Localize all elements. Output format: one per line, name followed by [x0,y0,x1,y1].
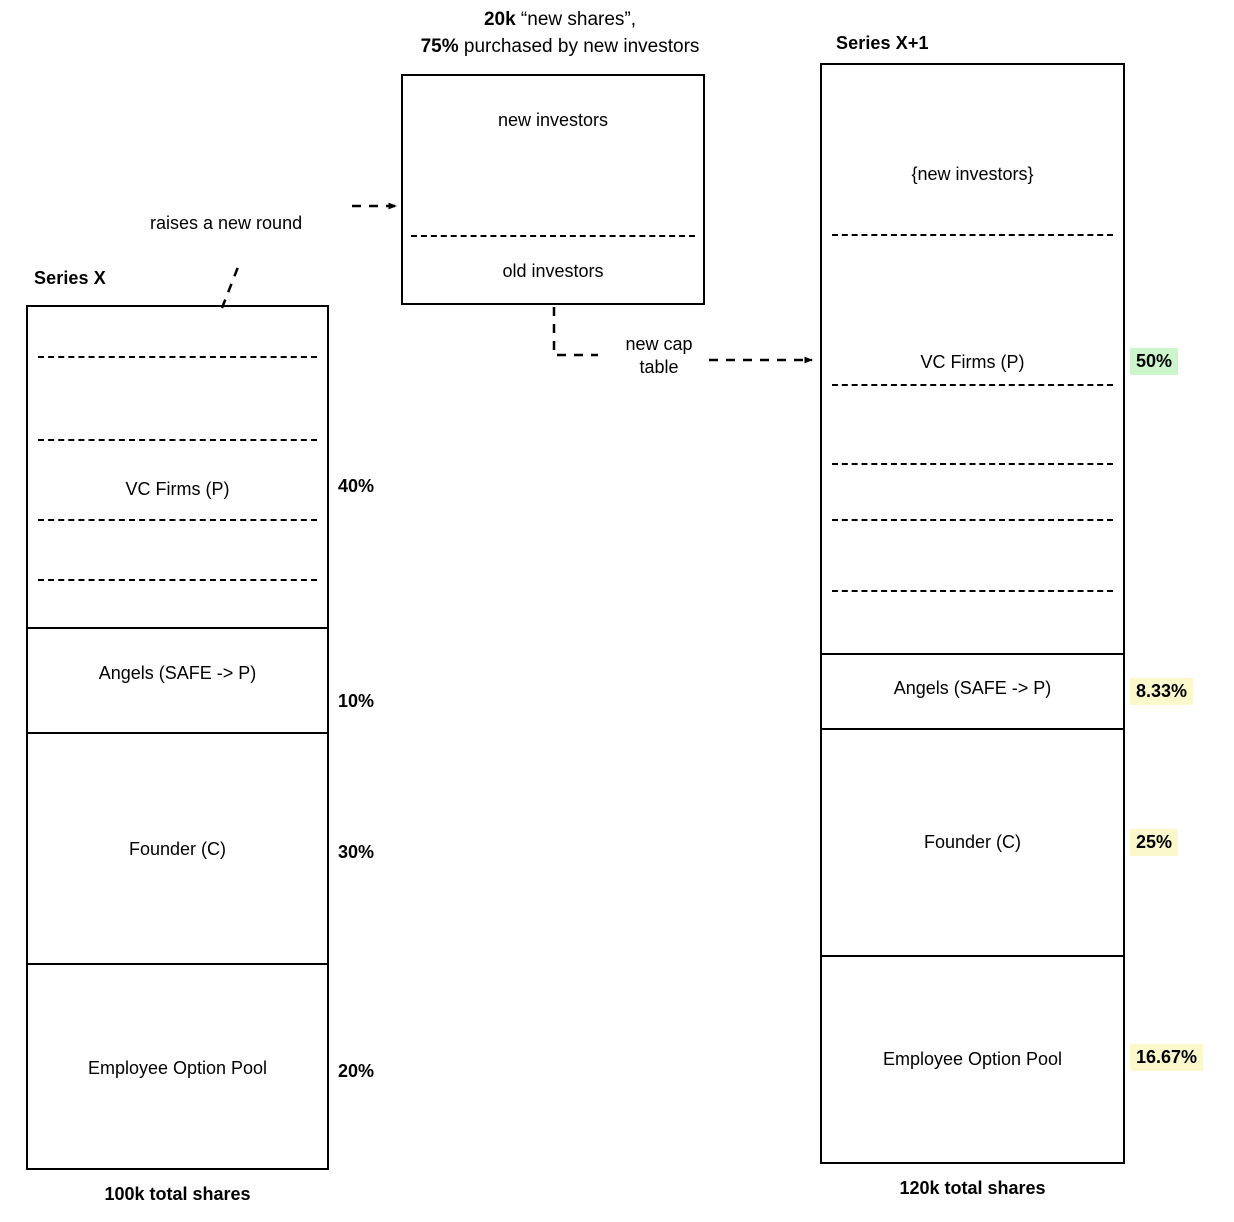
right-vc-divider-1 [832,234,1113,236]
left-column-title: Series X [34,268,106,288]
connector-new-cap-table-elbow [552,307,598,357]
left-segment-label-employee-option-pool: Employee Option Pool [87,1057,268,1078]
left-percent-angels: 10% [338,691,375,711]
series-x-cap-table: VC Firms (P) Angels (SAFE -> P) Founder … [26,305,329,1170]
right-column-footer: 120k total shares [899,1178,1046,1198]
left-vc-divider-1 [38,356,317,358]
left-segment-vc-firms: VC Firms (P) [28,307,327,627]
right-segment-label-angels: Angels (SAFE -> P) [893,677,1052,698]
series-x-plus-1-cap-table: {new investors} VC Firms (P) Angels (SAF… [820,63,1125,1164]
new-shares-purchaser: purchased by new investors [458,36,700,57]
right-segment-label-employee-option-pool: Employee Option Pool [882,1048,1063,1069]
left-vc-divider-4 [38,579,317,581]
new-shares-box-label-new-investors: new investors [497,110,609,130]
connector-raises-a-new-round-leader [220,261,242,309]
new-shares-box-divider [411,235,695,237]
new-shares-caption: “new shares”, [515,9,637,30]
left-vc-divider-3 [38,519,317,521]
right-segment-label-founder: Founder (C) [923,831,1022,852]
connector-label-new-cap-table-line-1: new cap [625,334,693,354]
right-vc-divider-5 [832,590,1113,592]
right-segment-label-new-investors: {new investors} [911,164,1034,184]
right-segment-label-vc-firms: VC Firms (P) [920,352,1025,372]
new-shares-box: new investors old investors [401,74,705,305]
new-shares-amount: 20k [483,9,516,30]
left-vc-divider-2 [38,439,317,441]
new-shares-header: 20k “new shares”, 75% purchased by new i… [370,6,750,60]
left-segment-label-angels: Angels (SAFE -> P) [98,662,257,683]
right-percent-founder: 25% [1130,829,1179,856]
right-vc-divider-4 [832,519,1113,521]
connector-label-new-cap-table: new cap table [611,333,707,379]
left-segment-label-vc-firms: VC Firms (P) [125,479,230,499]
right-percent-angels: 8.33% [1130,678,1194,705]
left-percent-founder: 30% [338,842,375,862]
right-percent-vc-firms: 50% [1130,348,1179,375]
new-shares-box-label-old-investors: old investors [502,261,604,281]
left-segment-angels: Angels (SAFE -> P) [28,626,327,732]
right-segment-angels: Angels (SAFE -> P) [822,652,1123,728]
new-shares-header-line-1: 20k “new shares”, [370,6,750,33]
right-vc-divider-2 [832,384,1113,386]
new-shares-header-line-2: 75% purchased by new investors [370,33,750,60]
connector-label-raises-a-new-round: raises a new round [150,213,303,233]
new-shares-percent: 75% [420,36,459,57]
connector-label-new-cap-table-line-2: table [639,357,679,377]
left-column-footer: 100k total shares [104,1184,251,1204]
right-column-title: Series X+1 [836,33,929,53]
left-segment-label-founder: Founder (C) [128,838,227,859]
left-percent-vc-firms: 40% [338,476,375,496]
right-segment-vc-firms: {new investors} VC Firms (P) [822,65,1123,653]
right-segment-employee-option-pool: Employee Option Pool [822,954,1123,1164]
right-vc-divider-3 [832,463,1113,465]
left-segment-employee-option-pool: Employee Option Pool [28,962,327,1170]
left-percent-employee-option-pool: 20% [338,1061,375,1081]
left-segment-founder: Founder (C) [28,731,327,963]
right-percent-employee-option-pool: 16.67% [1130,1044,1204,1071]
right-segment-founder: Founder (C) [822,727,1123,955]
